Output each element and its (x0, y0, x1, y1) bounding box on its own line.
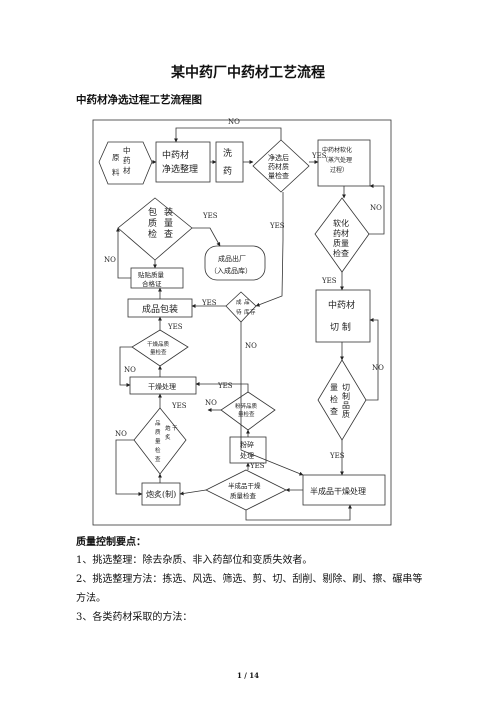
soften-check-4: 检查 (333, 248, 349, 258)
flow-label-yes-crushbox: YES (249, 462, 265, 470)
wash-label-1: 洗 (223, 147, 232, 159)
dry-check-diamond (131, 329, 189, 367)
raw-label-3: 药 (123, 155, 131, 165)
flow-label-yes-check: YES (311, 152, 327, 160)
dry-check-2: 量检查 (150, 348, 167, 356)
fry-box-label: 炮炙(制) (146, 489, 176, 499)
soften-check-3: 质量 (333, 238, 349, 248)
cut-check-3: 品 (342, 401, 350, 410)
fry-check-1: 炮 (165, 424, 171, 432)
clean-check-diamond (252, 139, 310, 193)
fry-check-3: 干 (172, 425, 178, 432)
store-3: 待 (236, 308, 242, 316)
flow-label-no-store: NO (245, 342, 257, 350)
pack-check-4: 量 (164, 218, 173, 229)
fry-check-5: 质 (155, 428, 161, 436)
flow-label-yes-cut: YES (329, 452, 345, 460)
flowchart-heading: 中药材净选过程工艺流程图 (76, 94, 202, 106)
soften-check-2: 药材 (333, 228, 349, 238)
paragraph-1: 1、挑选整理：除去杂质、非入药部位和变质失效者。 (76, 555, 313, 566)
cut-check-7: 查 (330, 406, 338, 416)
flow-label-yes-crush: YES (217, 382, 233, 390)
store-diamond (225, 291, 257, 323)
label-box-2: 合格证 (142, 279, 162, 288)
cut-label-2: 切 制 (330, 321, 351, 333)
page-indicator: 1 / 14 (236, 671, 260, 680)
flow-label-yes-dry: YES (167, 323, 183, 331)
flow-label-no-crush: NO (205, 399, 217, 407)
label-box-1: 贴贴质量 (138, 270, 165, 279)
pack-check-5: 检 (148, 228, 157, 240)
flow-label-yes-check-down: YES (269, 222, 285, 230)
pack-check-3: 质 (148, 217, 157, 229)
fry-check-6: 量 (155, 438, 161, 445)
soften-label-3: 过程） (330, 166, 348, 174)
store-4: 库 (244, 308, 250, 316)
fry-check-4: 品 (155, 420, 161, 427)
cut-box (315, 289, 371, 343)
check-label-1: 净选后 (268, 153, 289, 162)
cut-label-1: 中药材 (328, 299, 355, 311)
fry-check-7: 检 (155, 446, 161, 454)
paragraph-3: 3、各类药材采取的方法： (76, 612, 193, 623)
store-5: 存 (250, 308, 256, 316)
sort-box (155, 141, 211, 183)
semi-check-1: 半成品干燥 (228, 481, 261, 490)
semi-check-2: 质量检查 (230, 491, 257, 500)
flow-label-no-pack: NO (104, 256, 116, 264)
crush-box-1: 粉碎 (240, 440, 254, 449)
dry-check-1: 干燥品质 (147, 340, 170, 348)
raw-label-1: 原 (112, 153, 120, 162)
check-label-2: 药材质 (268, 162, 289, 171)
raw-label-5: 材 (123, 165, 131, 175)
flow-label-yes-store: YES (201, 299, 217, 307)
soften-label-1: 中药材软化 (322, 146, 352, 154)
sort-label-1: 中药材 (162, 149, 189, 161)
flow-label-no-fry: NO (115, 430, 127, 438)
crush-check-1: 粉碎品质 (235, 402, 258, 410)
cut-check-4: 质 (342, 409, 350, 419)
store-1: 成 (236, 298, 242, 306)
flowchart-frame (92, 119, 392, 526)
cut-check-6: 检 (330, 394, 338, 404)
dry-box-label: 干燥处理 (148, 382, 176, 391)
fry-check-8: 查 (155, 455, 161, 463)
flow-label-no-top: NO (228, 118, 240, 126)
raw-label-2: 中 (123, 145, 131, 155)
paragraph-2: 2、挑选整理方法：拣选、风选、筛选、剪、切、刮削、剔除、刷、擦、碾串等方法。 (76, 574, 423, 604)
soften-check-1: 软化 (333, 218, 349, 228)
soften-label-2: （蒸汽处理 (322, 156, 352, 164)
pack-check-2: 装 (164, 206, 173, 218)
fry-check-2: 炙 (165, 433, 171, 441)
raw-material-hexagon (98, 141, 153, 185)
store-2: 品 (244, 299, 250, 306)
pack-check-1: 包 (148, 206, 157, 218)
flow-label-no-cut: NO (372, 364, 384, 372)
cut-check-5: 量 (330, 383, 338, 392)
wash-label-2: 药 (223, 166, 232, 177)
crush-box-2: 处理 (240, 451, 254, 460)
semi-dry-label: 半成品干燥处理 (310, 486, 366, 496)
check-label-3: 量检查 (268, 171, 289, 180)
pack-box-label: 成品包装 (142, 303, 178, 315)
cut-check-1: 切 (342, 383, 350, 392)
document-title: 某中药厂中药材工艺流程 (171, 65, 325, 81)
flow-label-yes-pack: YES (202, 212, 218, 220)
finished-out-1: 成品出厂 (218, 254, 246, 263)
finished-out-2: （入成品库） (210, 266, 252, 275)
sort-label-2: 净选整理 (162, 163, 198, 175)
flow-label-no-dry: NO (124, 366, 136, 374)
flow-label-yes-fry: YES (171, 402, 187, 410)
crush-check-diamond (220, 391, 276, 431)
crush-check-2: 量检查 (238, 410, 255, 418)
quality-control-heading: 质量控制要点： (76, 537, 146, 548)
cut-check-2: 制 (342, 391, 350, 401)
raw-label-4: 料 (112, 167, 120, 177)
pack-check-6: 查 (164, 228, 173, 240)
flow-label-no-soften: NO (370, 204, 382, 212)
finished-out-shape (204, 245, 266, 281)
semi-check-diamond (205, 469, 287, 511)
flow-label-yes-soften: YES (321, 277, 337, 285)
